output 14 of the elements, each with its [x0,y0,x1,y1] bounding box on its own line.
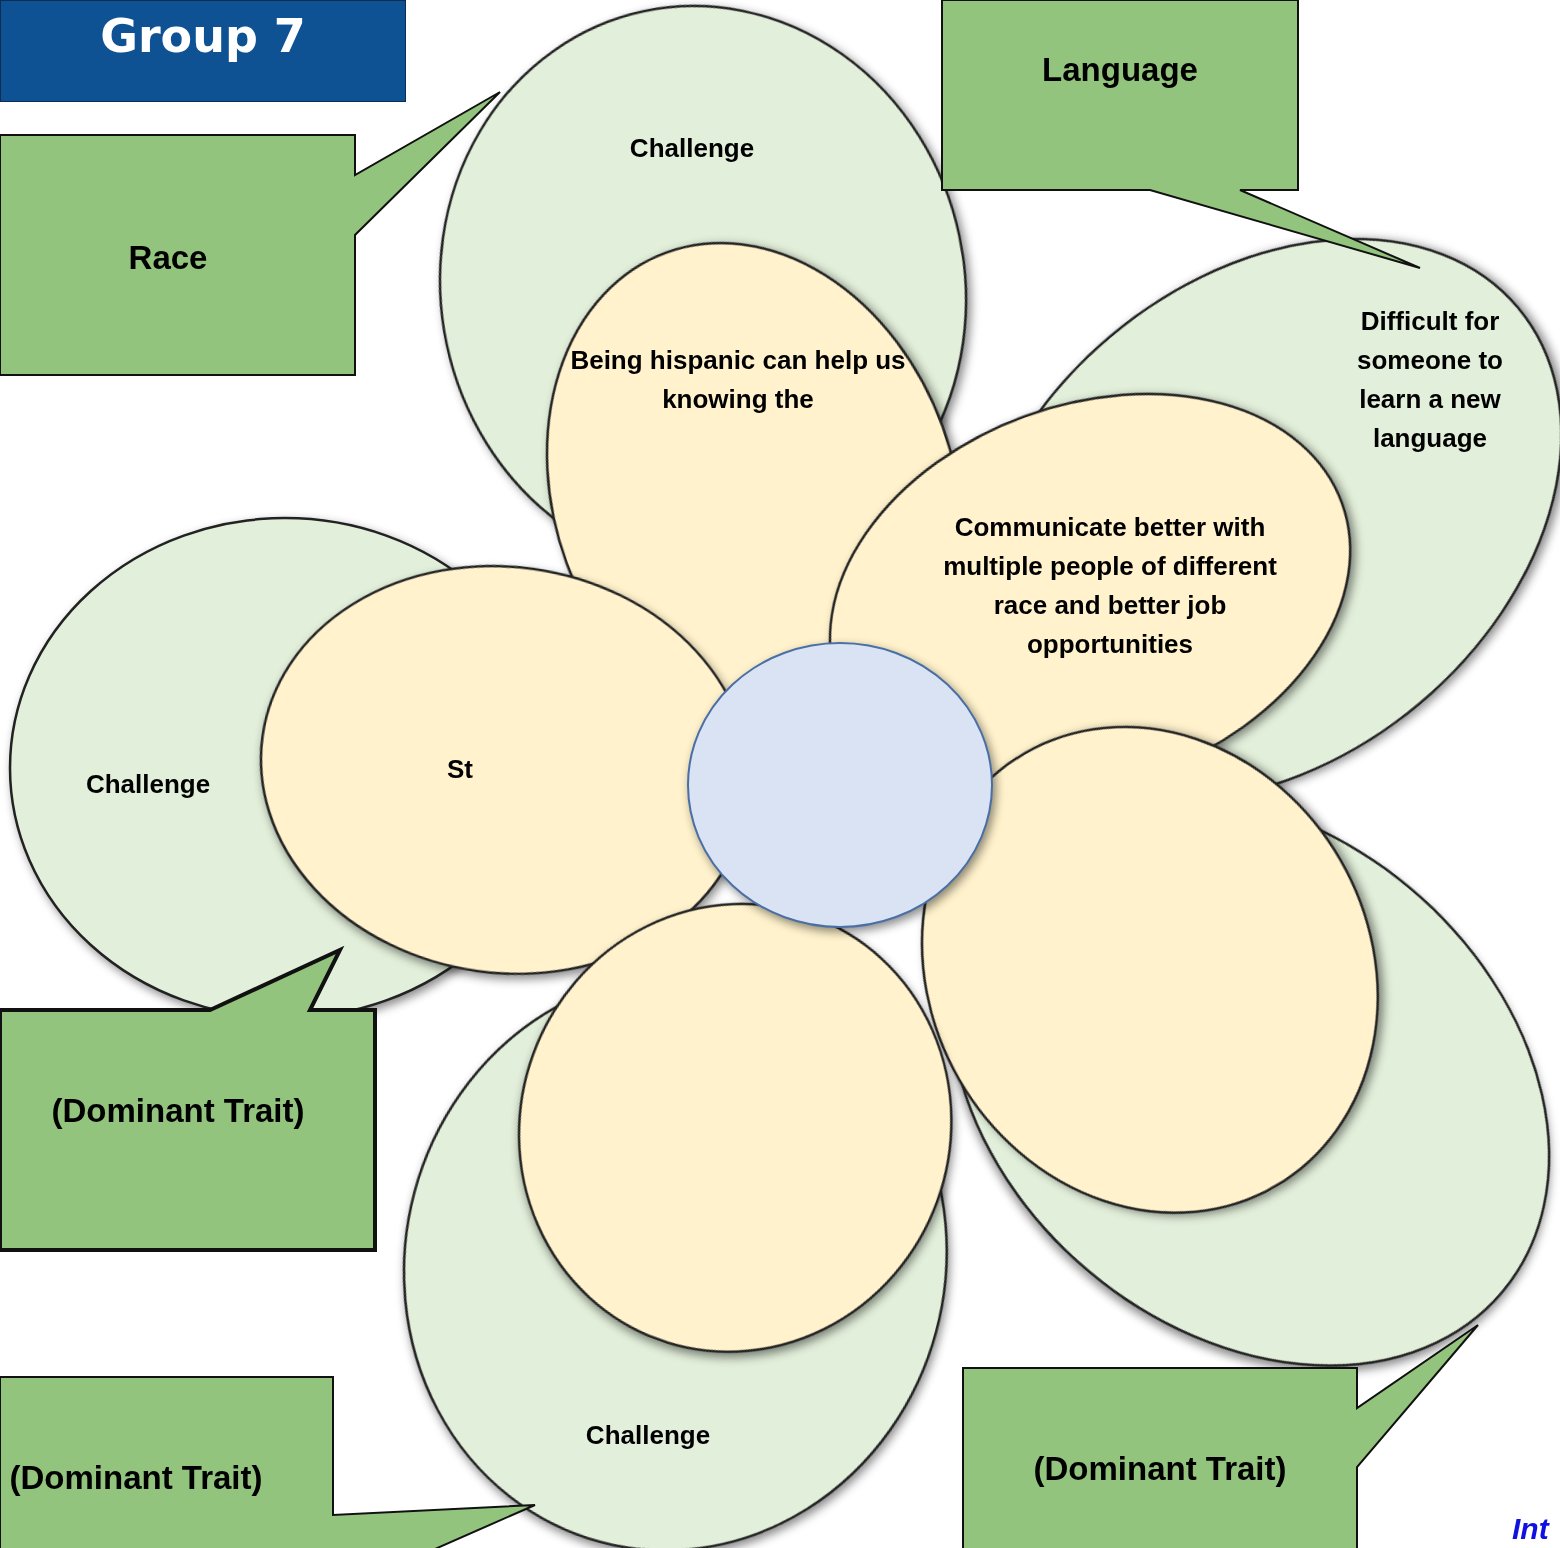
note-text: Int [1512,1512,1549,1546]
petal-text: Communicate better with multiple people of different race and better job opportunities [942,511,1278,661]
petal-text: Difficult for someone to learn a new language [1356,305,1504,455]
title-heading: Group 7 [0,0,406,102]
callout-text: (Dominant Trait) [51,1091,305,1131]
callout-text: Language [1042,50,1198,90]
callout-text: (Dominant Trait) [9,1458,263,1498]
petal-text: Challenge [84,767,212,801]
petal-text: Challenge [628,131,756,165]
petal-text: St [446,752,474,786]
callout-text: Race [128,238,208,278]
petal-text: Being hispanic can help us knowing the [569,344,907,416]
petal-text: Challenge [584,1418,712,1452]
callout-text: (Dominant Trait) [1033,1449,1287,1489]
